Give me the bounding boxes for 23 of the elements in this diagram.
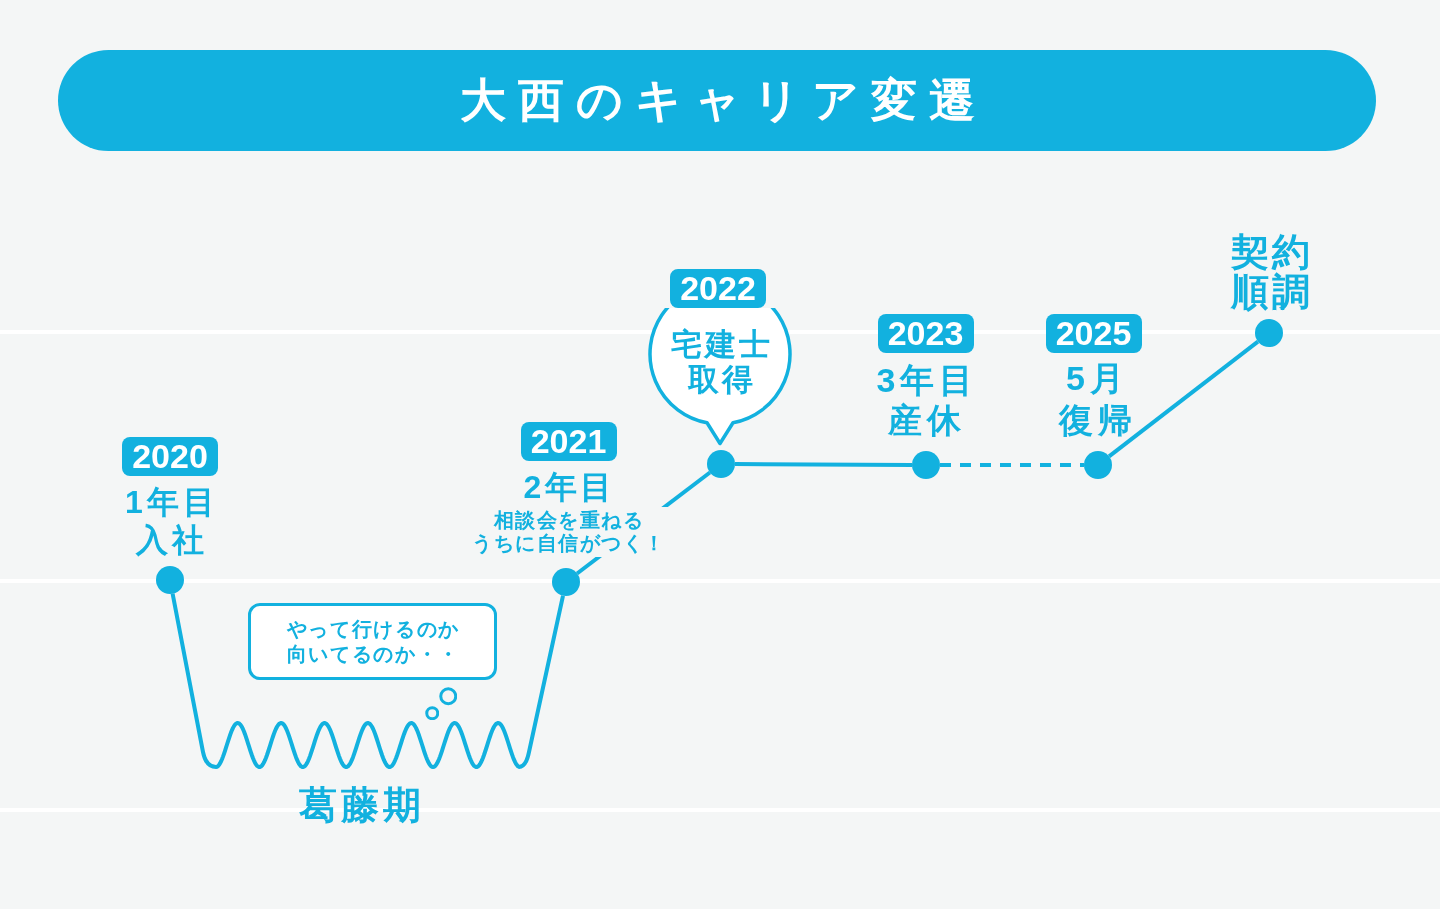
milestone-label: 1年目入社 <box>124 483 219 559</box>
timeline-dot <box>156 566 184 594</box>
timeline-dot <box>912 451 940 479</box>
dashed-line <box>940 463 1084 467</box>
year-badge: 2022 <box>670 269 766 308</box>
title: 大西のキャリア変遷 <box>458 72 987 128</box>
timeline-line <box>735 462 912 467</box>
milestone-label: 契約順調 <box>1229 232 1313 312</box>
timeline-dot <box>1255 319 1283 347</box>
timeline-dot <box>1084 451 1112 479</box>
year-badge: 2023 <box>877 314 974 353</box>
milestone-label: 3年目産休 <box>875 360 979 440</box>
wavy-line <box>170 593 565 769</box>
year-badge: 2021 <box>520 421 617 461</box>
milestone-label: 2年目 <box>522 468 616 506</box>
period-label: 葛藤期 <box>298 784 425 828</box>
timeline-dot <box>707 450 735 478</box>
timeline-line <box>1107 340 1260 458</box>
milestone-label: 5月復帰 <box>1057 358 1137 441</box>
year-badge: 2020 <box>122 436 218 476</box>
thought-box: やって行けるのか向いてるのか・・ <box>248 603 497 680</box>
year-badge: 2025 <box>1045 314 1142 353</box>
timeline-dot <box>552 568 580 596</box>
